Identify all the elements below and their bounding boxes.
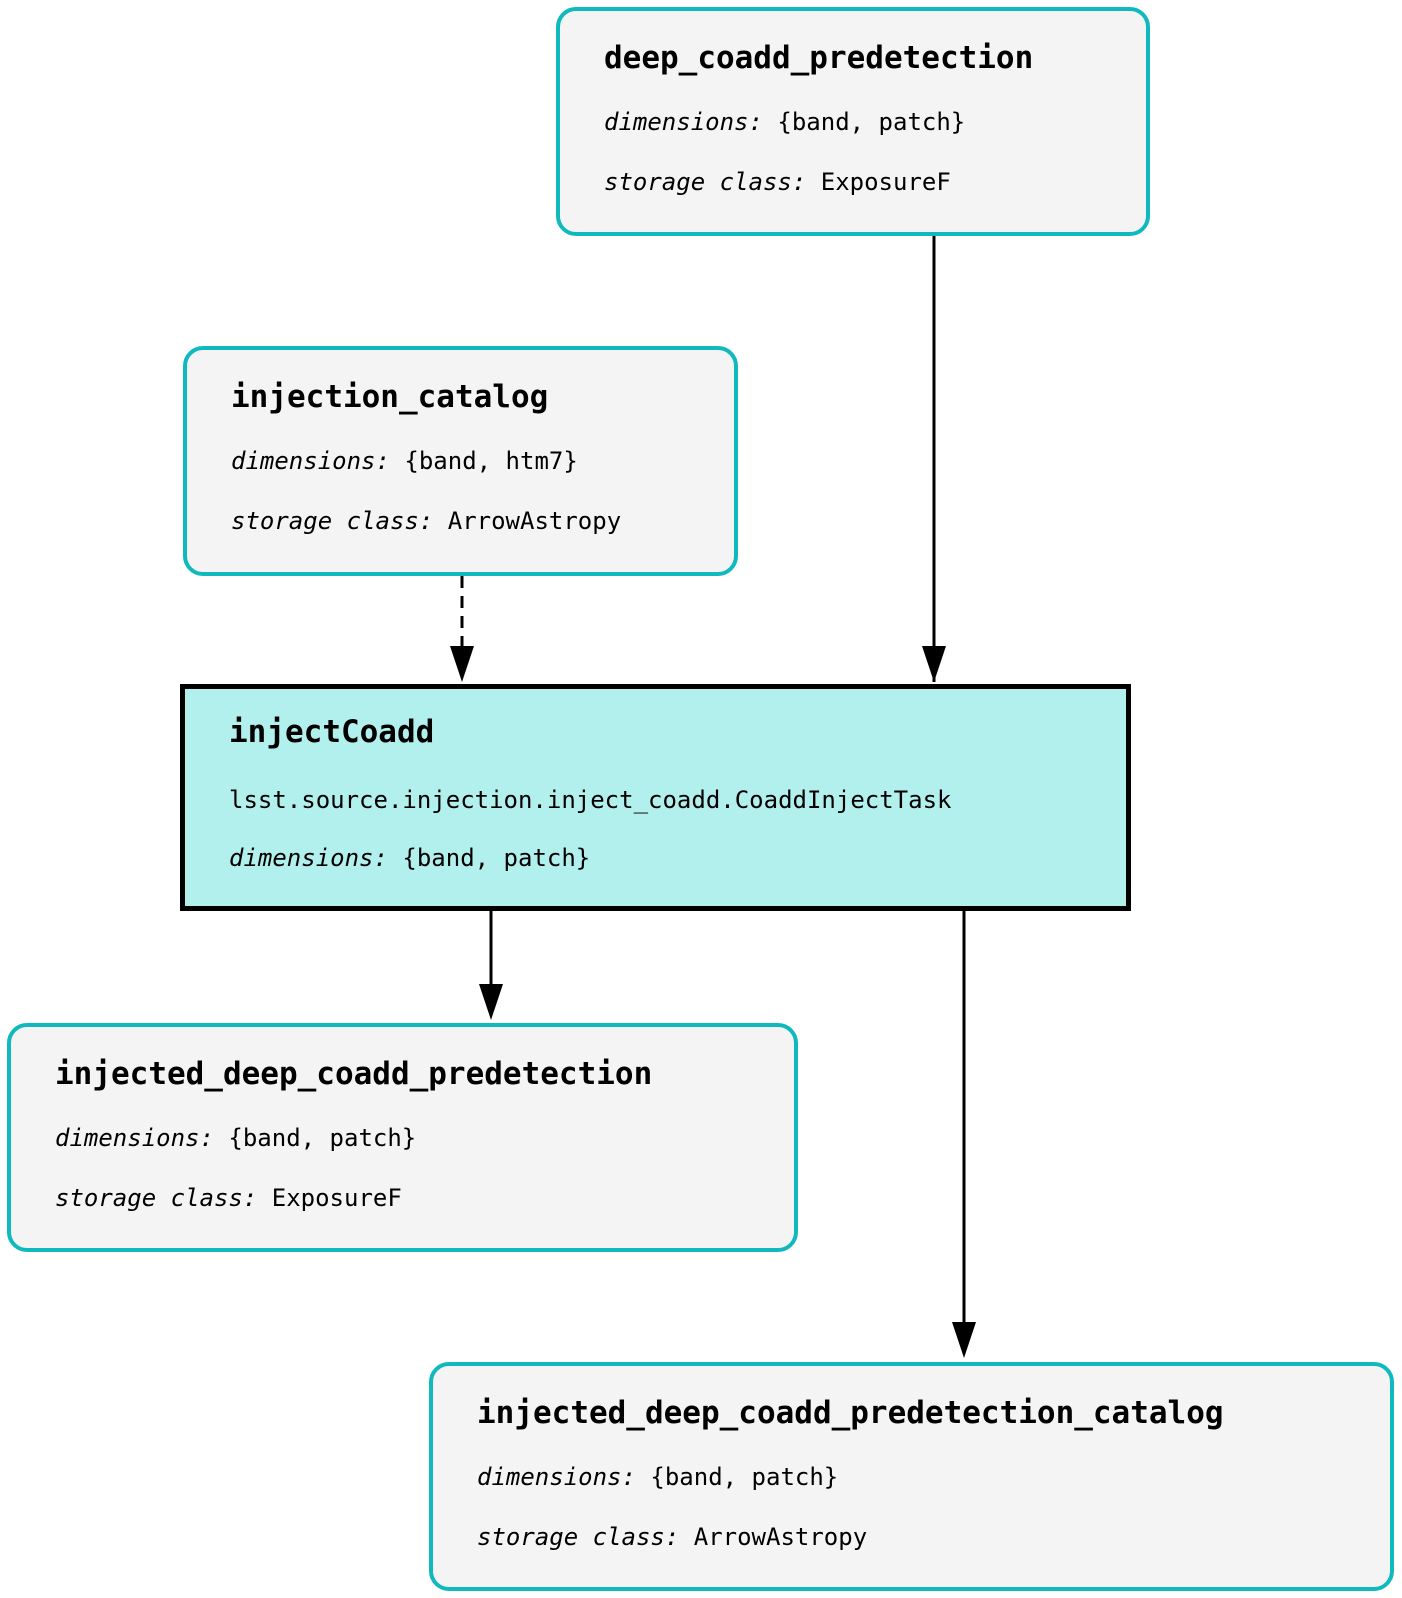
node-storage-class: storage class: ArrowAstropy — [477, 1520, 1390, 1554]
arrowhead-injectcoadd-to-injected-deep-coadd — [479, 984, 503, 1020]
storage-class-label: storage class: — [604, 168, 807, 196]
dimensions-value: {band, patch} — [402, 844, 591, 872]
node-title: injectCoadd — [229, 714, 435, 750]
node-dimensions: dimensions: {band, htm7} — [231, 444, 734, 478]
storage-class-value: ArrowAstropy — [693, 1523, 868, 1551]
dimensions-label: dimensions: — [55, 1124, 214, 1152]
node-title: injection_catalog — [231, 379, 549, 415]
dimensions-label: dimensions: — [229, 844, 388, 872]
node-title: injected_deep_coadd_predetection — [55, 1056, 653, 1092]
dimensions-label: dimensions: — [231, 447, 390, 475]
node-storage-class: storage class: ArrowAstropy — [231, 504, 734, 538]
node-storage-class: storage class: ExposureF — [55, 1181, 794, 1215]
node-task-class: lsst.source.injection.inject_coadd.Coadd… — [229, 786, 952, 814]
dataset-node-injected-deep-coadd-predetection[interactable]: injected_deep_coadd_predetection dimensi… — [7, 1023, 798, 1252]
task-node-injectcoadd[interactable]: injectCoadd lsst.source.injection.inject… — [180, 684, 1131, 911]
storage-class-label: storage class: — [231, 507, 434, 535]
dataset-node-injection-catalog[interactable]: injection_catalog dimensions: {band, htm… — [183, 346, 738, 576]
arrowhead-injectcoadd-to-injected-catalog — [952, 1322, 976, 1358]
dimensions-value: {band, patch} — [228, 1124, 417, 1152]
node-dimensions: dimensions: {band, patch} — [229, 841, 1126, 875]
node-dimensions: dimensions: {band, patch} — [55, 1121, 794, 1155]
dimensions-value: {band, htm7} — [404, 447, 578, 475]
storage-class-value: ArrowAstropy — [447, 507, 622, 535]
node-title: injected_deep_coadd_predetection_catalog — [477, 1395, 1224, 1431]
storage-class-value: ExposureF — [271, 1184, 402, 1212]
dimensions-label: dimensions: — [477, 1463, 636, 1491]
node-dimensions: dimensions: {band, patch} — [477, 1460, 1390, 1494]
dataset-node-deep-coadd-predetection[interactable]: deep_coadd_predetection dimensions: {ban… — [556, 7, 1150, 236]
node-title: deep_coadd_predetection — [604, 40, 1034, 76]
dimensions-value: {band, patch} — [777, 108, 966, 136]
storage-class-value: ExposureF — [820, 168, 951, 196]
dimensions-value: {band, patch} — [650, 1463, 839, 1491]
storage-class-label: storage class: — [477, 1523, 680, 1551]
node-storage-class: storage class: ExposureF — [604, 165, 1146, 199]
storage-class-label: storage class: — [55, 1184, 258, 1212]
dimensions-label: dimensions: — [604, 108, 763, 136]
node-dimensions: dimensions: {band, patch} — [604, 105, 1146, 139]
arrowhead-injection-catalog-to-injectcoadd — [450, 646, 474, 682]
dataset-node-injected-deep-coadd-predetection-catalog[interactable]: injected_deep_coadd_predetection_catalog… — [429, 1362, 1394, 1591]
arrowhead-deep-coadd-to-injectcoadd — [922, 646, 946, 682]
